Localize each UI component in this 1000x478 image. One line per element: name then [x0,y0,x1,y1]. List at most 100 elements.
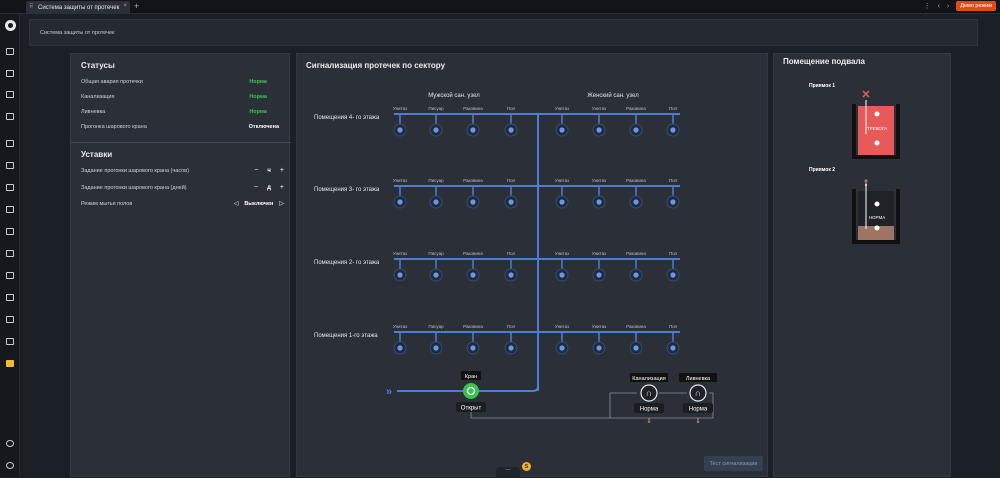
water-drop-icon [433,127,439,133]
top-bar: ⠿ Система защиты от протечек × + ⋮ ‹ › Д… [0,0,1000,14]
decrement-button[interactable]: − [254,184,259,191]
top-controls: ⋮ ‹ › Демо режим [924,1,996,11]
status-row: Канализация Норма [81,94,281,104]
recycle-icon[interactable] [6,338,14,345]
water-drop-icon [397,345,403,351]
sensor-label: Писуар [428,324,444,329]
info-icon[interactable] [6,462,14,469]
water-drop-icon [470,127,476,133]
building-icon[interactable] [6,140,14,147]
sensor-label: Раковина [626,251,646,256]
valve-state: Открыт [461,406,482,412]
water-drop-icon [397,272,403,278]
decrement-button[interactable]: − [254,167,259,174]
sewer-label: Канализация [632,376,665,382]
setpoint-unit: ч [267,167,271,174]
pit1-alarm-icon: ✕ [861,89,870,101]
valve-state-box [456,402,486,412]
status-label: Канализация [81,94,115,100]
sensor-label: Пол [507,251,516,256]
storm-state-box [683,403,713,413]
increment-button[interactable]: + [279,184,284,191]
valve-icon [463,383,479,399]
list-icon[interactable] [6,113,14,120]
more-icon[interactable]: ⋮ [923,3,931,10]
chart-icon[interactable] [6,316,14,323]
shield-icon[interactable] [6,250,14,257]
folder-icon[interactable] [6,360,14,367]
sensor-label: Раковина [626,178,646,183]
inlet-arrow-icon: » [386,386,392,398]
sensor-label: Писуар [428,251,444,256]
sensor-label: Раковина [626,106,646,111]
sensor-label: Пол [669,324,678,329]
megaphone-icon[interactable] [6,162,14,169]
sector-title: Сигнализация протечек по сектору [306,61,446,70]
sensor-label: Пол [507,106,516,111]
home-icon[interactable] [6,206,14,213]
document-icon[interactable] [6,70,14,77]
sewer-icon [640,384,658,402]
sensor-label: Раковина [463,324,483,329]
water-drop-icon [596,199,602,205]
status-label: Ливневка [81,109,106,115]
add-tab-icon[interactable]: + [134,1,140,11]
statuses-title: Статусы [81,61,115,70]
test-alarm-button[interactable]: Тест сигнализации [704,456,763,471]
back-icon[interactable]: ‹ [937,2,940,10]
next-option-button[interactable]: ▷ [279,201,284,207]
sitemap-icon[interactable] [6,48,14,55]
sensor-label: Унитаз [393,178,407,183]
sensor-label: Унитаз [592,324,606,329]
increment-button[interactable]: + [279,167,284,174]
sewer-drain-icon: ⇓ [646,417,652,425]
water-drop-icon [508,127,514,133]
valve-label-box [461,371,481,380]
sensor-label: Раковина [463,178,483,183]
water-drop-icon [670,127,676,133]
water-drop-icon [433,272,439,278]
logo-icon[interactable] [5,20,16,31]
water-drop-icon [633,199,639,205]
status-value: Отключена [248,124,279,130]
demo-mode-badge[interactable]: Демо режим [956,1,996,11]
user-icon[interactable] [6,440,14,447]
status-label: Общая авария протечки [81,79,143,85]
water-drop-icon [397,127,403,133]
sensor-label: Унитаз [393,251,407,256]
wifi-icon[interactable] [6,184,14,191]
setpoint-label: Задание прогонки шарового крана (часов) [81,168,189,174]
floor-label: Помещения 4- го этажа [314,115,380,121]
status-value: Норма [249,79,267,85]
water-drop-icon [470,345,476,351]
forward-icon[interactable]: › [946,2,950,10]
water-drop-icon [670,272,676,278]
sector-panel: Сигнализация протечек по сектору Мужской… [296,53,768,478]
pit2-state: НОРМА [869,215,885,220]
floor-label: Помещения 1-го этажа [314,333,378,339]
report-icon[interactable] [6,91,14,98]
setpoints-title: Уставки [81,150,113,159]
water-drop-icon [470,199,476,205]
storm-drain-icon: ⇓ [695,417,701,425]
pit1-float-low [874,140,880,146]
panel-handle[interactable]: — [496,467,520,478]
setpoint-label: Режим мытья полов [81,201,133,207]
download-icon[interactable] [6,228,14,235]
setpoint-label: Задание прогонки шарового крана (дней) [81,185,187,191]
tab-menu-icon[interactable]: ⠿ [29,4,34,10]
pit1-float [874,111,880,117]
tab-leak-protection[interactable]: ⠿ Система защиты от протечек × [26,1,130,14]
close-icon[interactable]: × [123,3,127,9]
water-drop-icon [508,199,514,205]
sewer-glyph: ∩ [646,388,652,398]
storm-state: Норма [689,407,708,413]
status-row: Ливневка Норма [81,109,281,119]
men-zone-label: Мужской сан. узел [428,92,480,99]
medical-icon[interactable] [6,272,14,279]
prev-option-button[interactable]: ◁ [233,201,239,207]
notification-badge[interactable]: 5 [522,462,531,471]
gauge-icon[interactable] [6,294,14,301]
